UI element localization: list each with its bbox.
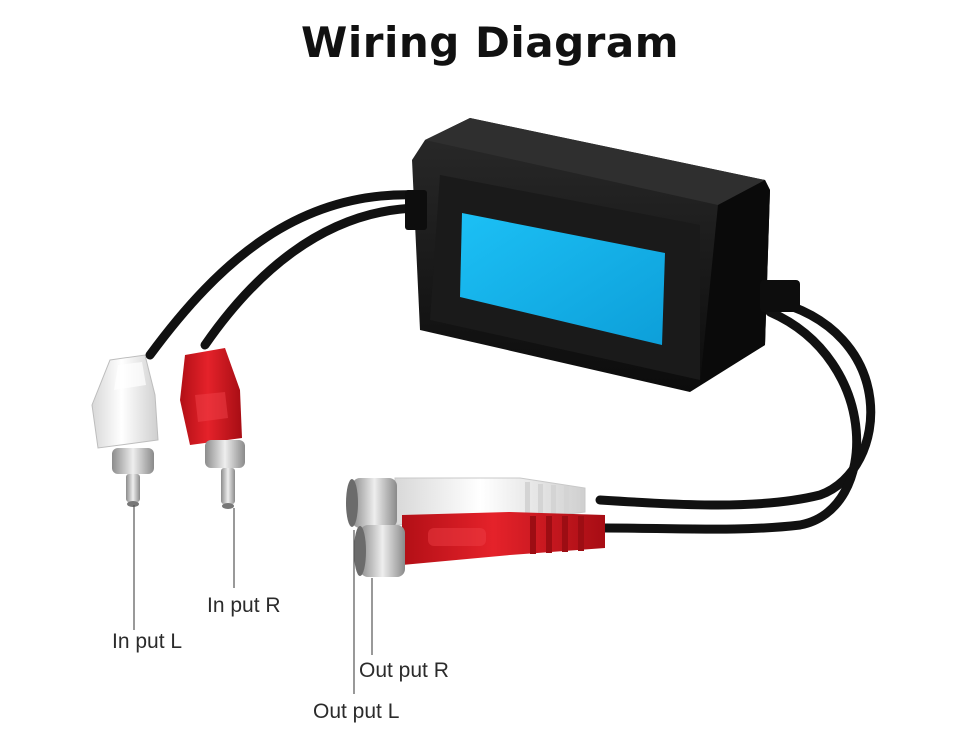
leader-lines [133,505,373,694]
label-output-r: Out put R [359,659,449,682]
label-input-l: In put L [112,630,183,653]
label-input-r: In put R [207,594,281,617]
blue-panel [460,213,665,345]
label-output-l: Out put L [313,700,400,723]
rca-plug-red-icon [180,348,245,509]
ground-loop-isolator-icon [405,118,800,392]
rca-plug-white-icon [91,354,159,507]
input-cables [145,190,423,360]
output-cables [595,295,876,534]
rca-jack-red-icon [354,512,605,577]
page-title: Wiring Diagram [301,18,679,67]
